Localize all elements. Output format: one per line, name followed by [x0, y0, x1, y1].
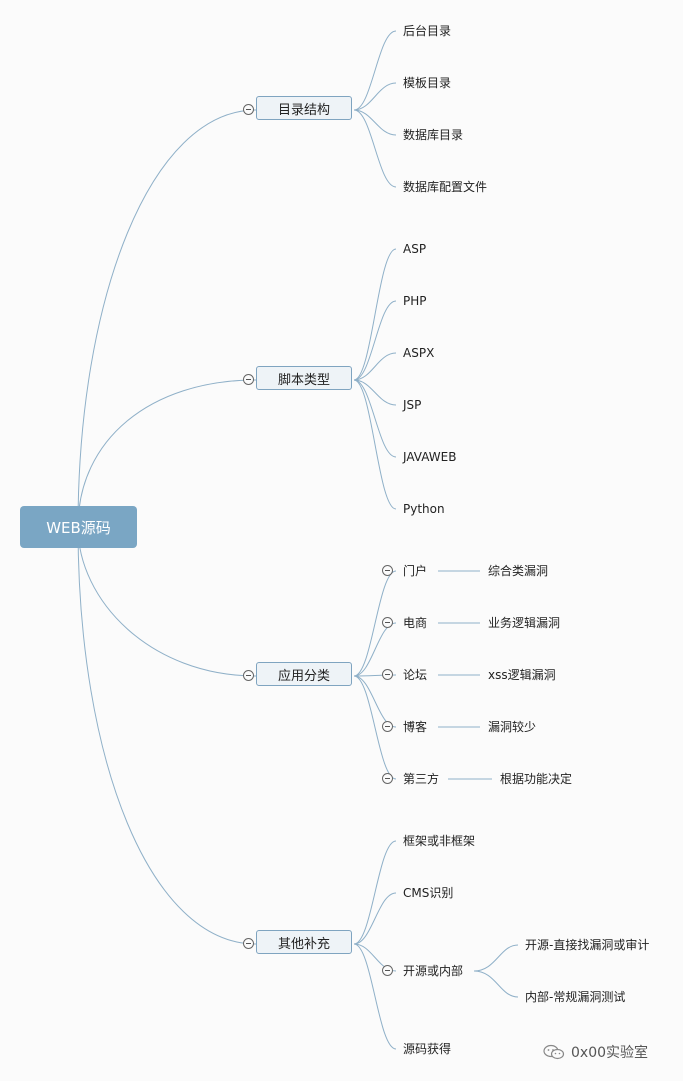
leaf-item[interactable]: 后台目录: [403, 24, 452, 38]
collapse-toggle-icon[interactable]: [382, 565, 393, 576]
collapse-toggle-icon[interactable]: [243, 104, 254, 115]
collapse-toggle-icon[interactable]: [243, 670, 254, 681]
leaf-detail[interactable]: 漏洞较少: [488, 720, 537, 734]
branch-node-app-categories[interactable]: 应用分类: [256, 662, 352, 686]
leaf-item[interactable]: PHP: [403, 294, 427, 308]
leaf-subitem[interactable]: 开源-直接找漏洞或审计: [525, 938, 650, 952]
branch-node-directory-structure[interactable]: 目录结构: [256, 96, 352, 120]
leaf-item[interactable]: JAVAWEB: [403, 450, 457, 464]
collapse-toggle-icon[interactable]: [243, 938, 254, 949]
leaf-item[interactable]: 源码获得: [403, 1042, 452, 1056]
leaf-item[interactable]: 门户: [403, 564, 428, 578]
link-root-b1: [77, 379, 257, 528]
leaf-item[interactable]: 数据库配置文件: [403, 180, 488, 194]
collapse-toggle-icon[interactable]: [382, 773, 393, 784]
leaf-detail[interactable]: 根据功能决定: [500, 772, 573, 786]
branch-node-other-supplements[interactable]: 其他补充: [256, 930, 352, 954]
leaf-item[interactable]: 电商: [403, 616, 428, 630]
leaf-item[interactable]: 开源或内部: [403, 964, 464, 978]
leaf-item[interactable]: 论坛: [403, 668, 428, 682]
link-root-b0: [77, 109, 257, 528]
leaf-item[interactable]: 博客: [403, 720, 428, 734]
leaf-item[interactable]: 第三方: [403, 772, 440, 786]
watermark-text: 0x00实验室: [571, 1045, 649, 1061]
leaf-detail[interactable]: 业务逻辑漏洞: [488, 616, 561, 630]
leaf-item[interactable]: 框架或非框架: [403, 834, 476, 848]
leaf-detail[interactable]: 综合类漏洞: [488, 564, 549, 578]
watermark: 0x00实验室: [543, 1042, 648, 1062]
branch-node-script-types[interactable]: 脚本类型: [256, 366, 352, 390]
link-root-b2: [77, 526, 257, 677]
leaf-item[interactable]: JSP: [403, 398, 422, 412]
leaf-item[interactable]: 数据库目录: [403, 128, 464, 142]
collapse-toggle-icon[interactable]: [243, 374, 254, 385]
leaf-item[interactable]: Python: [403, 502, 445, 516]
collapse-toggle-icon[interactable]: [382, 965, 393, 976]
leaf-item[interactable]: CMS识别: [403, 886, 454, 900]
leaf-item[interactable]: ASP: [403, 242, 427, 256]
leaf-detail[interactable]: xss逻辑漏洞: [488, 668, 556, 682]
root-node[interactable]: WEB源码: [20, 506, 137, 548]
leaf-subitem[interactable]: 内部-常规漏洞测试: [525, 990, 626, 1004]
link-root-b3: [77, 526, 257, 945]
leaf-item[interactable]: 模板目录: [403, 76, 452, 90]
collapse-toggle-icon[interactable]: [382, 721, 393, 732]
wechat-icon: [543, 1044, 565, 1060]
leaf-item[interactable]: ASPX: [403, 346, 435, 360]
collapse-toggle-icon[interactable]: [382, 617, 393, 628]
collapse-toggle-icon[interactable]: [382, 669, 393, 680]
